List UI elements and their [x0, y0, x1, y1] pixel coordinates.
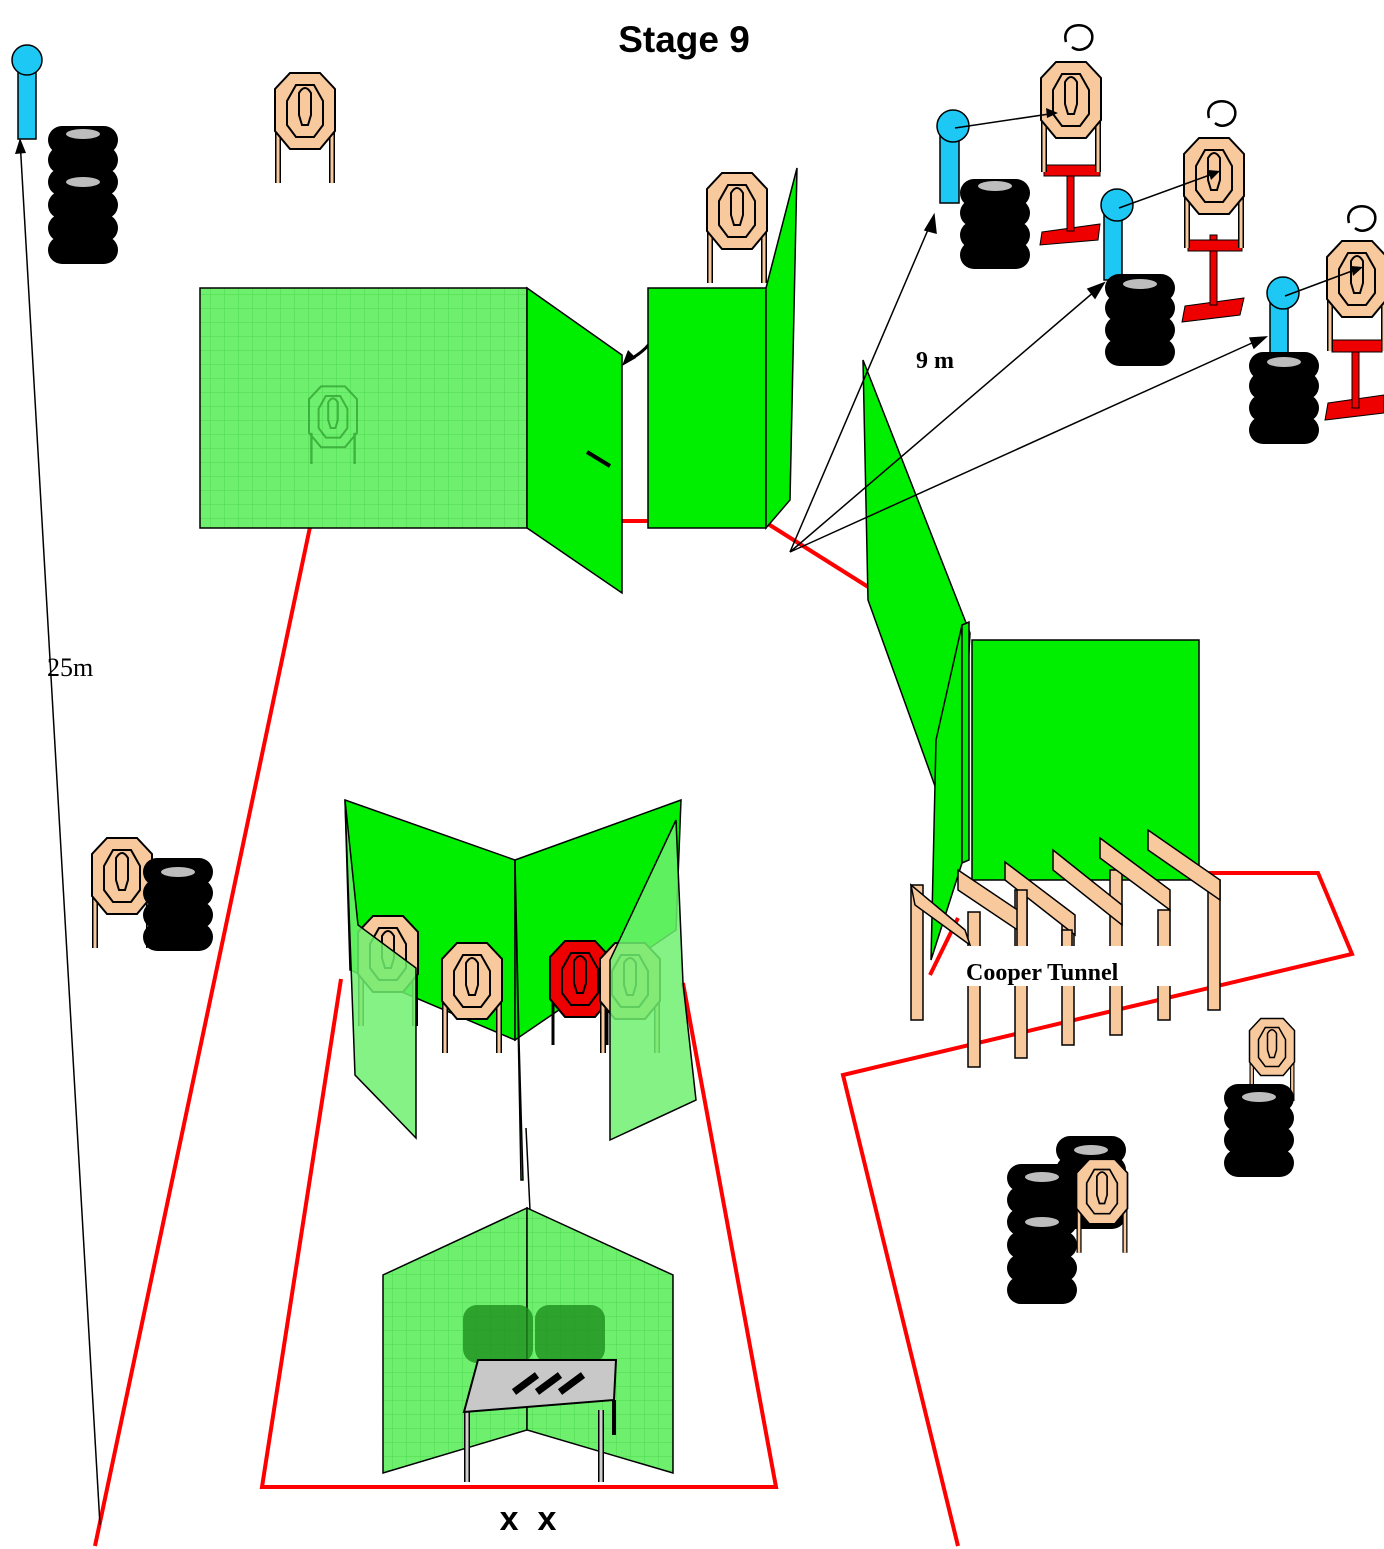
- door-handle: [585, 450, 612, 468]
- paper-target-icon: [442, 943, 502, 1053]
- fault-lines: [93, 519, 1355, 1547]
- popper-icon: [11, 44, 43, 140]
- cooper-tunnel: [909, 828, 1221, 1068]
- distance-label-9m: 9 m: [916, 348, 954, 374]
- pistol-icon: [511, 1372, 586, 1395]
- engagement-arrows: [789, 212, 1269, 553]
- page-title: Stage 9: [618, 19, 750, 60]
- tire-stack-icon: [1007, 1164, 1077, 1304]
- rotating-target-group-3: [1249, 205, 1384, 444]
- upper-wall-right: [647, 287, 767, 529]
- paper-target-icon: [707, 173, 767, 283]
- door-panel: [526, 286, 623, 595]
- tire-stack-icon: [48, 126, 118, 264]
- tire-stack-icon: [143, 858, 213, 951]
- tunnel-label: Cooper Tunnel: [966, 960, 1119, 986]
- rotating-target-group-2: [1100, 100, 1244, 366]
- paper-target-icon: [1077, 1159, 1128, 1253]
- distance-label-25m: 25m: [47, 653, 93, 682]
- start-position-marks: x x: [500, 1500, 557, 1538]
- upper-wall-angled: [765, 167, 798, 531]
- hidden-tires: [463, 1305, 605, 1363]
- upper-wall-left: [199, 287, 528, 529]
- tire-stack-icon: [1056, 1136, 1126, 1229]
- no-shoot-target-icon: [549, 940, 611, 1045]
- paper-target-icon: [275, 73, 335, 183]
- tire-stack-icon: [1224, 1084, 1294, 1177]
- rotating-target-group-1: [936, 24, 1101, 269]
- distance-arrow-25m: [15, 138, 101, 1526]
